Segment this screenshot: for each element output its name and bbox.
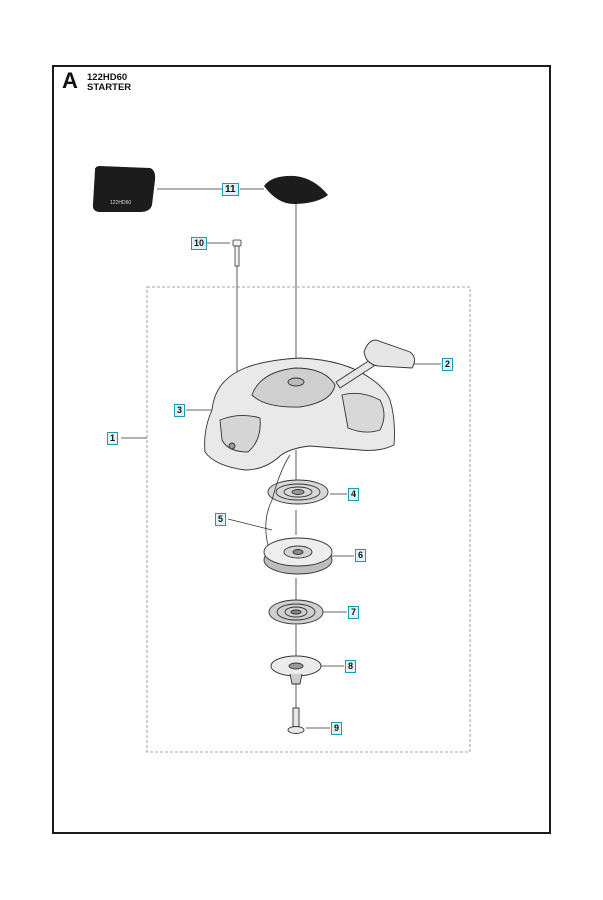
starter-rope-5 (265, 454, 291, 546)
callout-5: 5 (215, 513, 227, 526)
section-title: STARTER (87, 82, 132, 93)
assembly-boundary (146, 286, 471, 753)
screw-10 (232, 239, 242, 267)
callout-1: 1 (107, 432, 119, 445)
page-frame (52, 65, 551, 834)
callout-3: 3 (174, 404, 186, 417)
starter-housing (204, 357, 395, 471)
callout-10: 10 (191, 237, 208, 250)
decal-left (92, 166, 156, 212)
bolt-9 (287, 707, 305, 734)
callout-2: 2 (442, 358, 454, 371)
decal-text: 122HD60 (110, 200, 131, 206)
leader-lines (121, 188, 441, 729)
starter-handle (335, 339, 415, 389)
washer-8 (270, 655, 322, 685)
callout-6: 6 (355, 549, 367, 562)
callout-11: 11 (222, 183, 239, 196)
decal-right (264, 175, 328, 205)
callout-9: 9 (331, 722, 343, 735)
spring-7 (268, 599, 324, 625)
model-title: 122HD60 (87, 72, 128, 83)
section-letter: A (62, 68, 78, 93)
pulley-6 (263, 537, 333, 575)
callout-4: 4 (348, 488, 360, 501)
recoil-spring-4 (267, 479, 329, 505)
callout-8: 8 (345, 660, 357, 673)
callout-7: 7 (348, 606, 360, 619)
